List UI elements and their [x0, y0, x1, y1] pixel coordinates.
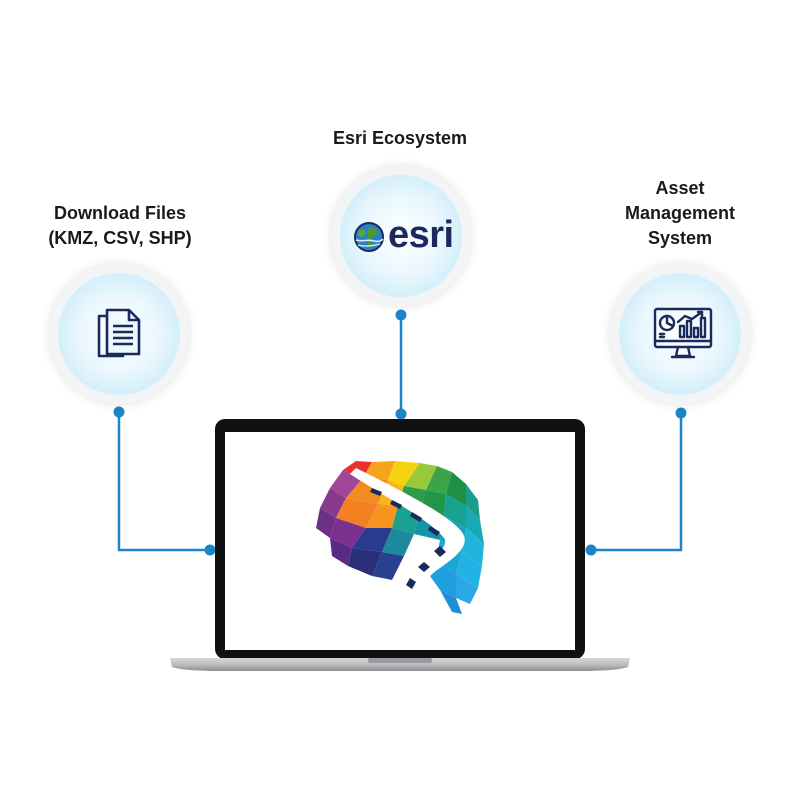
download-connector [117, 412, 210, 552]
asset-management-label-line2: Management [624, 203, 736, 223]
laptop-base [170, 658, 630, 671]
esri-node-dot [395, 309, 407, 321]
esri-ecosystem-label: Esri Ecosystem [310, 126, 490, 151]
asset-management-label-line3: System [647, 228, 713, 248]
globe-icon [354, 222, 384, 252]
dashboard-monitor-icon [653, 307, 713, 359]
download-files-label-line1: Download Files [53, 203, 186, 223]
asset-connector [591, 413, 683, 552]
download-files-label: Download Files (KMZ, CSV, SHP) [40, 201, 200, 251]
document-stack-icon [97, 308, 141, 358]
laptop-notch [368, 658, 432, 663]
esri-laptop-dot [395, 408, 407, 420]
esri-logo-text: esri [388, 214, 454, 256]
download-node-dot [113, 406, 125, 418]
asset-management-label: Asset Management System [600, 176, 760, 251]
download-laptop-dot [204, 544, 216, 556]
asset-node-dot [675, 407, 687, 419]
asset-management-node[interactable] [610, 264, 750, 404]
esri-ecosystem-label-text: Esri Ecosystem [332, 128, 468, 148]
asset-management-label-line1: Asset [655, 178, 705, 198]
download-files-label-line2: (KMZ, CSV, SHP) [48, 228, 192, 248]
asset-laptop-dot [585, 544, 597, 556]
brain-road-logo [316, 461, 484, 614]
